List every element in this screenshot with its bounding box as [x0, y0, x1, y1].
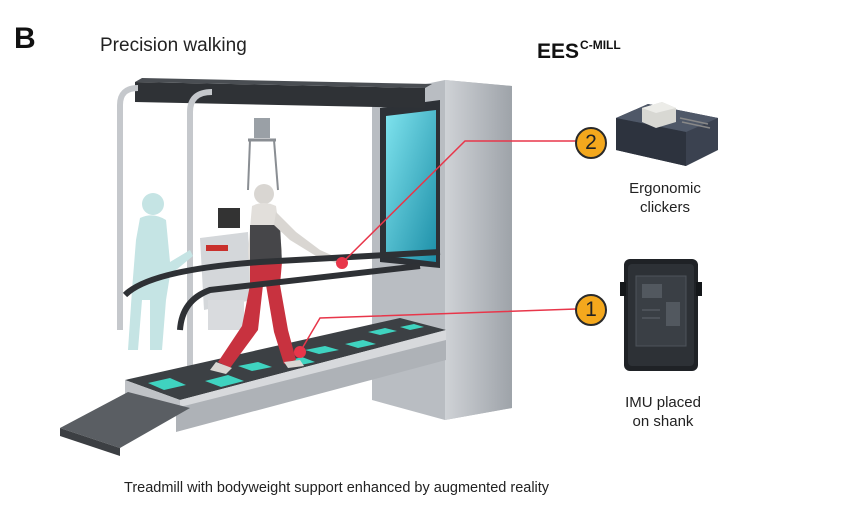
panel-title: Precision walking: [100, 35, 247, 56]
imu-label-line2: on shank: [632, 413, 694, 430]
overhead-beam: [135, 78, 432, 108]
imu-marker: [294, 346, 306, 358]
ar-screen: [386, 110, 436, 262]
clicker-label: Ergonomic clickers: [610, 179, 720, 217]
clicker-label-line2: clickers: [639, 199, 690, 216]
handrail: [122, 249, 441, 331]
walker-figure: [210, 184, 338, 374]
side-frame: [117, 85, 213, 370]
imu-label: IMU placed on shank: [608, 393, 718, 431]
ees-cmill-title: EESC-MILL: [537, 38, 621, 64]
leader-line-2: [341, 140, 576, 264]
leader-line-1: [299, 308, 577, 353]
clicker-marker: [336, 257, 348, 269]
therapist-figure: [128, 193, 193, 350]
bodyweight-support: [247, 118, 279, 191]
ees-title-superscript: C-MILL: [580, 38, 621, 52]
panel-letter: B: [14, 22, 36, 55]
clicker-device-image: [616, 102, 718, 166]
figure-caption: Treadmill with bodyweight support enhanc…: [124, 480, 550, 496]
leader-lines: [299, 140, 577, 353]
imu-label-line1: IMU placed: [625, 394, 701, 411]
ees-title-main: EES: [537, 40, 580, 63]
callout-badge-2: 2: [575, 127, 607, 159]
callout-badge-1: 1: [575, 294, 607, 326]
imu-device-image: [620, 259, 702, 371]
clicker-label-line1: Ergonomic: [629, 180, 701, 197]
